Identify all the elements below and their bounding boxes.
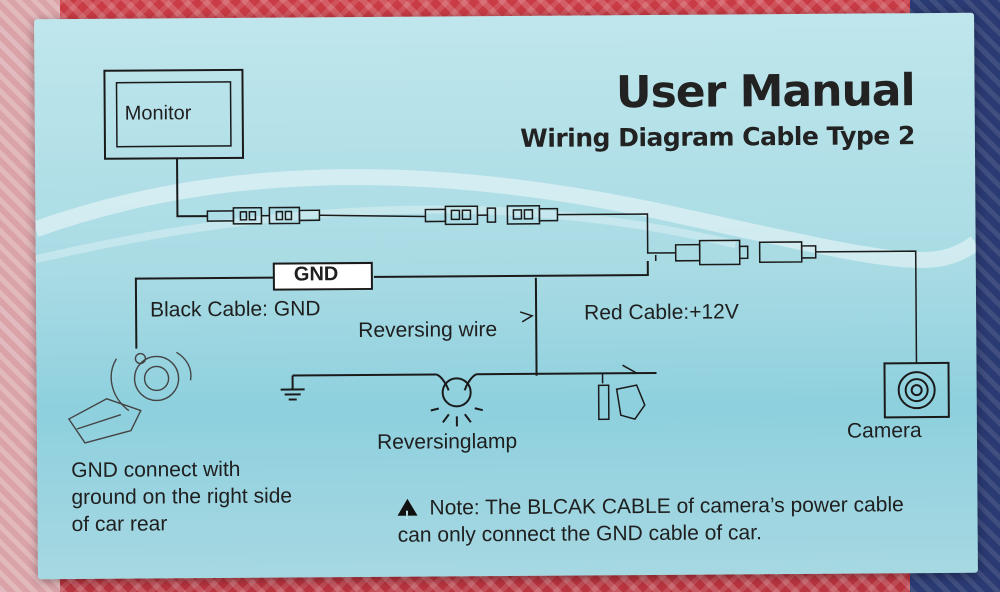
page-subtitle: Wiring Diagram Cable Type 2 bbox=[520, 121, 915, 153]
manual-card: User Manual Wiring Diagram Cable Type 2 … bbox=[34, 12, 978, 580]
page-title: User Manual bbox=[615, 65, 915, 119]
camera-icon bbox=[883, 361, 950, 419]
reversing-lamp-label: Reversinglamp bbox=[376, 429, 518, 454]
ground-symbol-icon bbox=[280, 375, 305, 401]
gear-shift-icon bbox=[597, 364, 646, 421]
wiring-diagram bbox=[34, 68, 978, 444]
monitor-label: Monitor bbox=[124, 102, 192, 125]
red-cable-label: Red Cable:+12V bbox=[584, 300, 739, 325]
reversing-wire-label: Reversing wire bbox=[358, 318, 498, 343]
gnd-instruction-text: GND connect with ground on the right sid… bbox=[71, 457, 293, 537]
car-ground-point-icon bbox=[67, 351, 192, 444]
black-cable-label: Black Cable: GND bbox=[150, 297, 321, 322]
warning-triangle-icon bbox=[397, 498, 418, 516]
arrow-icon bbox=[519, 311, 534, 323]
monitor-icon bbox=[103, 68, 245, 160]
reversing-lamp-icon bbox=[430, 373, 484, 427]
note-block: Note: The BLCAK CABLE of camera’s power … bbox=[397, 491, 927, 549]
note-text: Note: The BLCAK CABLE of camera’s power … bbox=[397, 493, 904, 547]
connector-chain-camera bbox=[674, 239, 918, 364]
connector-chain-monitor bbox=[206, 205, 676, 254]
gnd-tag-label: GND bbox=[293, 263, 339, 286]
camera-label: Camera bbox=[846, 419, 922, 443]
